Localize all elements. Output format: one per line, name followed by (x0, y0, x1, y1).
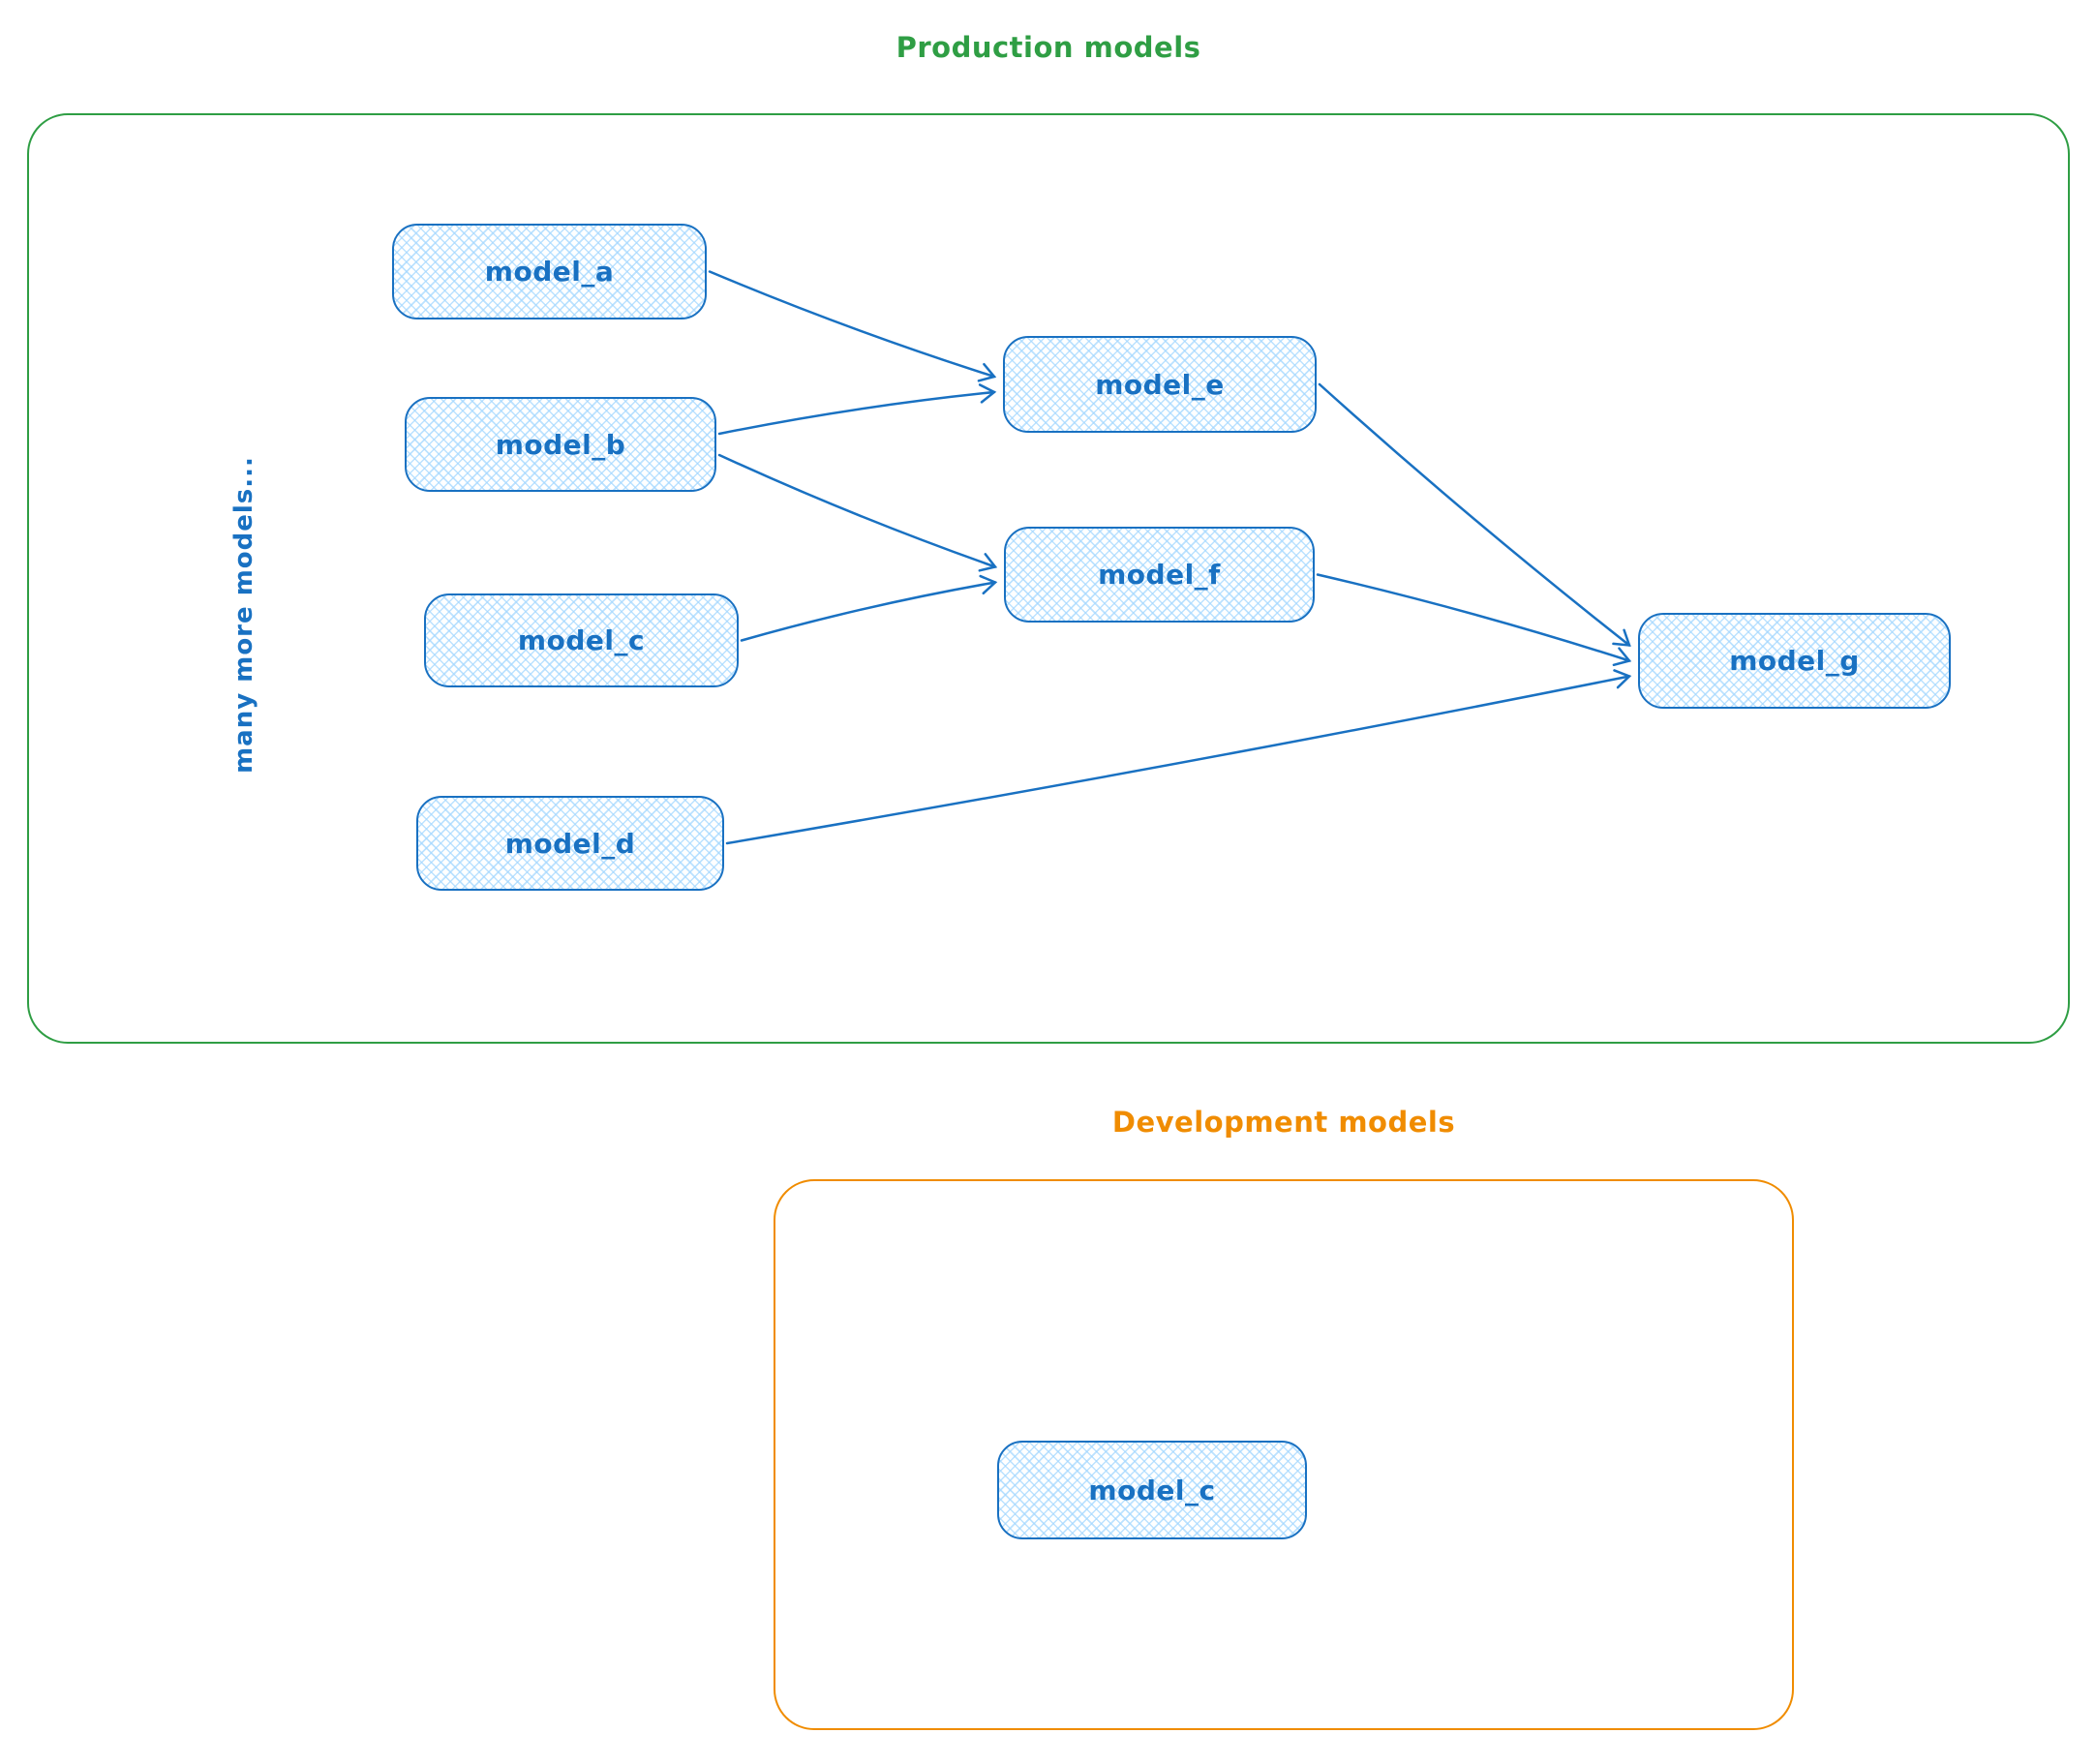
node-label: model_f (1098, 559, 1221, 591)
node-model-c-dev[interactable]: model_c (997, 1441, 1307, 1539)
production-container (27, 113, 2070, 1044)
production-group-title: Production models (896, 31, 1201, 64)
node-label: model_c (517, 624, 646, 656)
many-more-models-note: many more models... (229, 456, 258, 774)
node-model-c[interactable]: model_c (424, 593, 739, 687)
node-model-f[interactable]: model_f (1004, 527, 1315, 623)
node-label: model_d (504, 827, 636, 860)
development-container (774, 1179, 1794, 1730)
node-model-d[interactable]: model_d (416, 796, 724, 891)
node-model-b[interactable]: model_b (405, 397, 716, 492)
development-group-title: Development models (1111, 1106, 1456, 1139)
node-model-g[interactable]: model_g (1638, 613, 1951, 709)
node-label: model_b (495, 428, 626, 461)
node-label: model_g (1729, 645, 1860, 677)
node-model-e[interactable]: model_e (1003, 336, 1317, 433)
node-model-a[interactable]: model_a (392, 224, 707, 319)
node-label: model_a (484, 256, 615, 288)
node-label: model_e (1095, 368, 1225, 401)
node-label: model_c (1088, 1474, 1216, 1506)
